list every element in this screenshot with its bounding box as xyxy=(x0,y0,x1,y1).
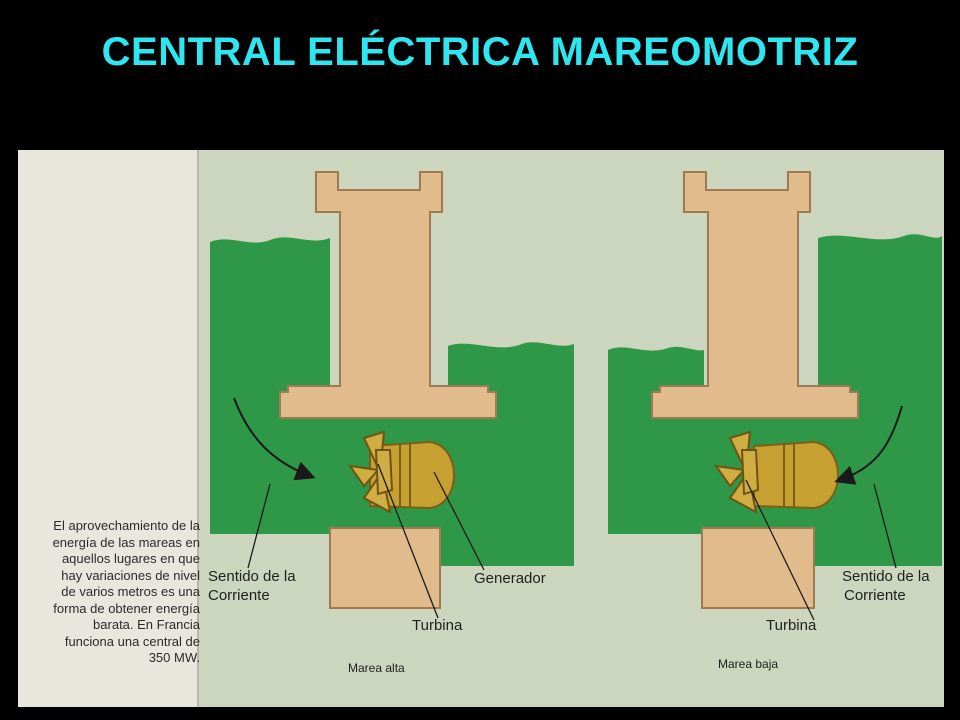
dam-structure-right xyxy=(651,171,859,419)
dam-structure-left xyxy=(279,171,497,419)
current-label-left-line1: Sentido de la xyxy=(208,568,296,585)
current-label-right-line1: Sentido de la xyxy=(842,568,930,585)
generator-label: Generador xyxy=(474,570,546,587)
base-block-right xyxy=(701,527,815,609)
caption-line: de varios metros es una xyxy=(61,584,200,599)
turbine-left xyxy=(347,430,394,514)
caption-line: 350 MW. xyxy=(148,650,200,665)
caption-line: energía de las mareas en xyxy=(52,534,200,550)
caption-line: forma de obtener energía xyxy=(53,600,200,616)
illustration-photo: Sentido de la Corriente Generador Turbin… xyxy=(18,150,944,707)
caption-line: El aprovechamiento de la xyxy=(53,518,200,533)
book-page-left xyxy=(18,150,198,707)
current-arrow-right xyxy=(834,405,903,485)
caption-line: barata. En Francia xyxy=(93,617,200,632)
panel-high-tide: Sentido de la Corriente Generador Turbin… xyxy=(208,171,574,675)
current-label-right-line2: Corriente xyxy=(844,587,906,604)
current-arrow-left xyxy=(233,397,316,481)
turbine-label-left: Turbina xyxy=(412,617,463,634)
tidal-plant-diagram: Sentido de la Corriente Generador Turbin… xyxy=(18,150,944,707)
panel-low-tide: Sentido de la Corriente Turbina Marea ba… xyxy=(608,171,942,671)
caption-line: hay variaciones de nivel xyxy=(61,567,200,583)
slide-title: CENTRAL ELÉCTRICA MAREOMOTRIZ xyxy=(101,30,859,74)
panel-label-left: Marea alta xyxy=(348,661,405,675)
turbine-label-right: Turbina xyxy=(766,617,817,634)
base-block-left xyxy=(329,527,441,609)
generator-right xyxy=(753,440,839,510)
panel-label-right: Marea baja xyxy=(718,657,778,671)
current-label-left-line2: Corriente xyxy=(208,587,270,604)
caption-line: aquellos lugares en que xyxy=(61,551,200,566)
turbine-right xyxy=(713,430,760,514)
caption-line: funciona una central de xyxy=(64,633,200,649)
